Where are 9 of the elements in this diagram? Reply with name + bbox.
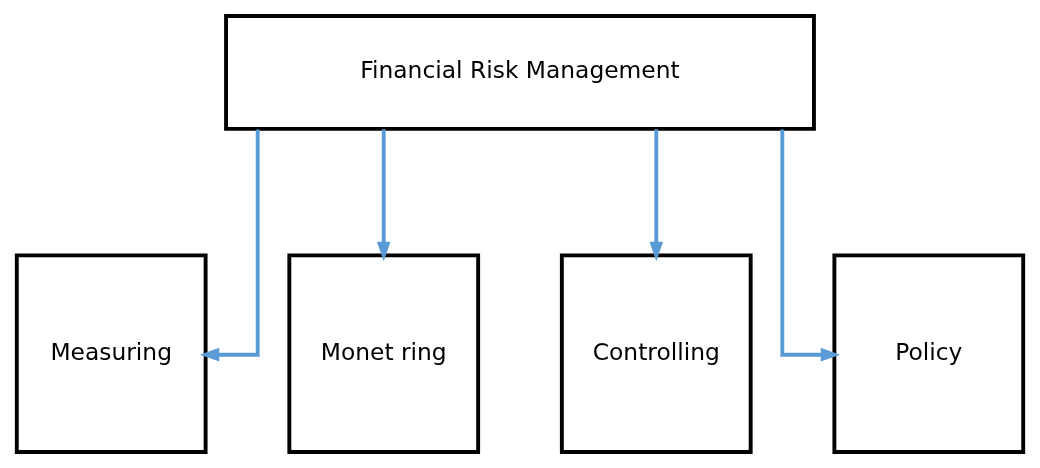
node-box: Monet ring xyxy=(287,253,481,454)
arrow xyxy=(780,129,841,362)
arrow xyxy=(199,129,260,362)
node-box: Policy xyxy=(832,253,1026,454)
arrow xyxy=(649,129,664,262)
node-box: Financial Risk Management xyxy=(224,14,816,131)
arrow xyxy=(376,129,391,262)
node-box: Controlling xyxy=(559,253,753,454)
node-box: Measuring xyxy=(14,253,208,454)
